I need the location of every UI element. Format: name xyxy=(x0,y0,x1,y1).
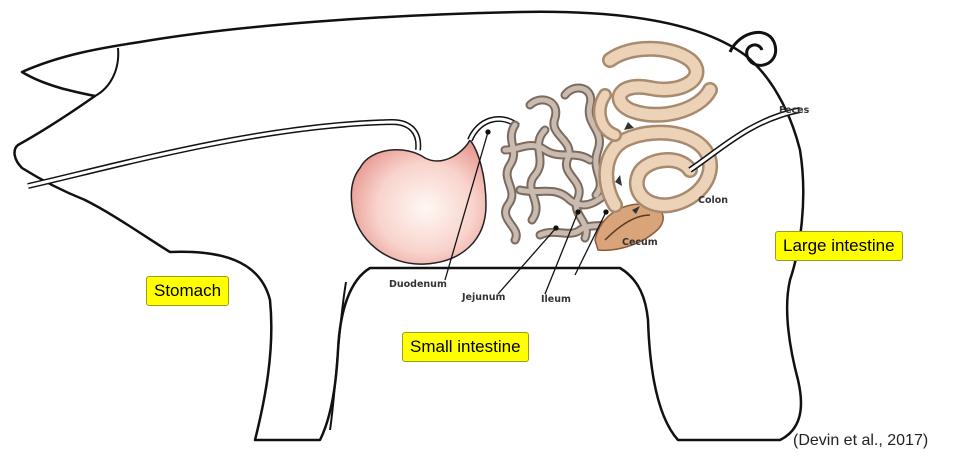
jejunum-label: Jejunum xyxy=(462,292,505,303)
stomach-label: Stomach xyxy=(146,276,229,306)
cecum-label: Cecum xyxy=(622,237,658,248)
feces-label: Feces xyxy=(779,105,809,116)
citation-text: (Devin et al., 2017) xyxy=(793,432,928,450)
small-intestine-label: Small intestine xyxy=(402,332,529,362)
stomach-organ xyxy=(351,140,486,264)
front-leg-line xyxy=(330,282,346,430)
duodenum-label: Duodenum xyxy=(389,279,447,290)
colon-label: Colon xyxy=(698,195,728,206)
ear-outline xyxy=(95,48,118,96)
ileum-label: Ileum xyxy=(541,294,571,305)
large-intestine-label: Large intestine xyxy=(775,231,903,261)
